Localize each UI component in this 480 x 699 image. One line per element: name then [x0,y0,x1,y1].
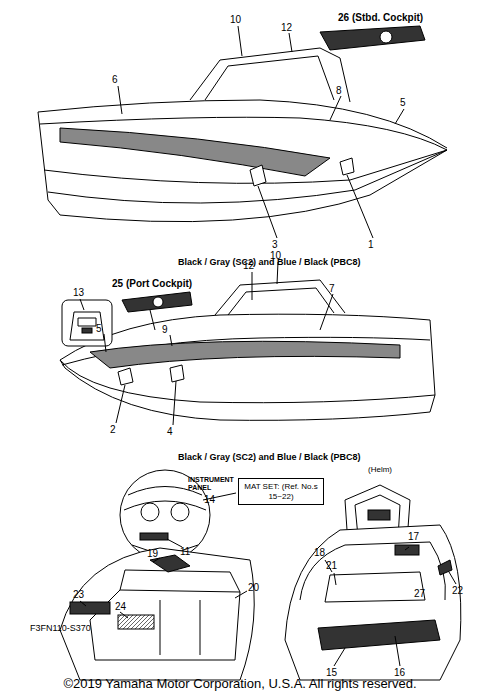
callout-number: 26 [338,12,349,23]
callout-number: 23 [73,589,84,600]
callout-number: 12 [281,22,292,33]
callout-number: 25 [112,278,123,289]
callout-number: 3 [272,239,278,250]
callout-number: 5 [96,323,102,334]
part-label: (Port Cockpit) [126,278,192,289]
callout-number: 12 [243,260,254,271]
part-label: INSTRUMENT PANEL [188,476,243,491]
part-label: Black / Gray (SC2) and Blue / Black (PBC… [178,453,361,463]
copyright-caption: ©2019 Yamaha Motor Corporation, U.S.A. A… [0,676,480,691]
callout-number: 18 [314,547,325,558]
callout-number: 10 [270,250,281,261]
callout-number: 20 [248,582,259,593]
callout-number: 11 [180,546,190,557]
part-label: F3FN110-S370 [30,624,91,634]
callout-number: 1 [368,239,374,250]
callout-number: 19 [147,548,158,559]
part-label: Black / Gray (SC2) and Blue / Black (PBC… [178,258,361,268]
part-label: (Helm) [368,466,392,475]
callout-number: 2 [110,424,116,435]
callout-number: 27 [414,588,425,599]
callout-number: 21 [326,560,337,571]
callout-number: 5 [400,97,406,108]
callout-number: 17 [408,531,419,542]
callout-number: 24 [115,601,126,612]
callout-number: 4 [167,426,173,437]
callout-number: 7 [329,283,335,294]
callout-number: 8 [336,85,342,96]
callout-number: 14 [204,494,215,505]
callout-number: 9 [162,324,168,335]
callout-number: 6 [112,74,118,85]
mat-set-box: MAT SET: (Ref. No.s 15~22) [238,478,324,505]
callout-number: 22 [452,585,463,596]
callout-number: 10 [230,14,241,25]
box-text: MAT SET: (Ref. No.s 15~22) [243,482,319,501]
part-label: (Stbd. Cockpit) [352,12,423,23]
callout-number: 13 [73,287,84,298]
